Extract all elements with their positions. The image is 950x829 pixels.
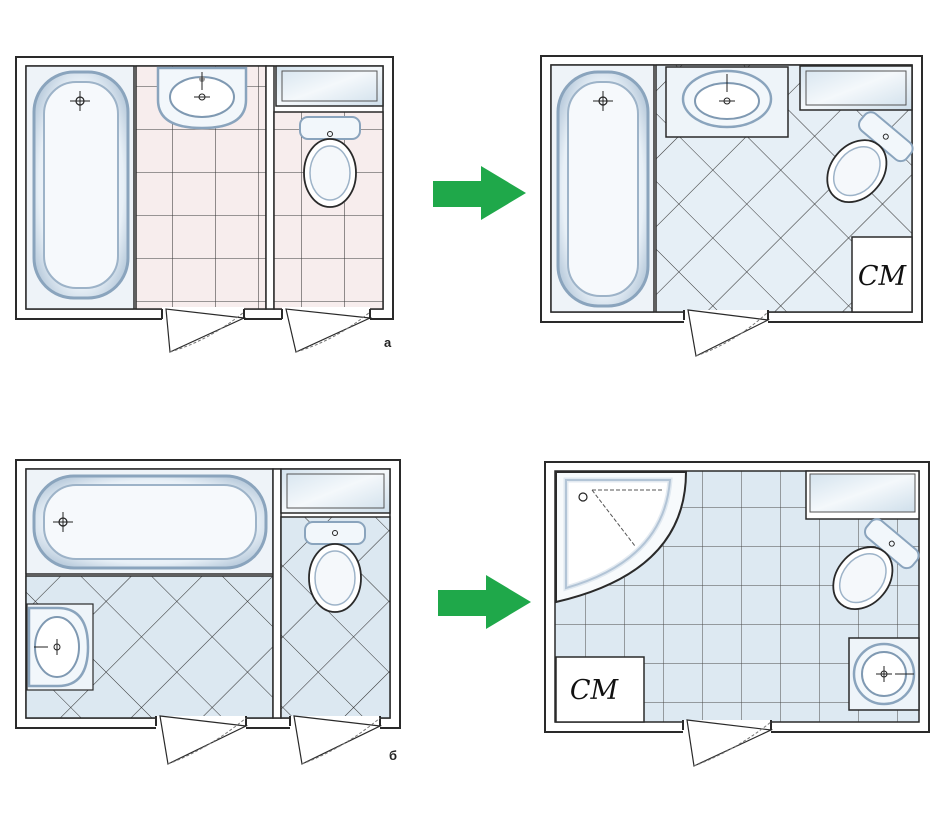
toilet-icon — [826, 111, 914, 203]
bathtub-icon — [32, 474, 268, 570]
washing-machine-icon: СМ — [851, 236, 913, 313]
bathtub-icon — [32, 70, 130, 300]
door-icon — [161, 308, 247, 353]
door-icon — [281, 308, 373, 353]
door-icon — [155, 715, 249, 765]
washing-machine-icon: СМ — [555, 656, 645, 723]
plan-b-after: СМ — [544, 461, 930, 767]
arrow-right-icon — [433, 166, 526, 220]
variant-label: б — [389, 748, 397, 763]
door-icon — [289, 715, 383, 765]
plan-b-before: б — [15, 459, 401, 765]
toilet-icon — [304, 521, 366, 613]
shower-icon — [555, 471, 688, 604]
sink-icon — [848, 637, 920, 711]
arrow-right-icon — [438, 575, 531, 629]
bathtub-icon — [556, 70, 650, 308]
toilet-icon — [832, 518, 920, 610]
sink-icon — [681, 69, 773, 129]
variant-label: а — [384, 335, 392, 350]
sink-icon — [156, 66, 248, 130]
toilet-icon — [299, 116, 361, 208]
svg-text:СМ: СМ — [858, 261, 908, 292]
door-icon — [683, 309, 771, 357]
door-icon — [682, 719, 774, 767]
plan-a-before: а — [15, 56, 394, 353]
plan-a-after: СМ — [540, 55, 923, 357]
svg-text:СМ: СМ — [570, 675, 620, 706]
sink-icon — [26, 603, 94, 691]
